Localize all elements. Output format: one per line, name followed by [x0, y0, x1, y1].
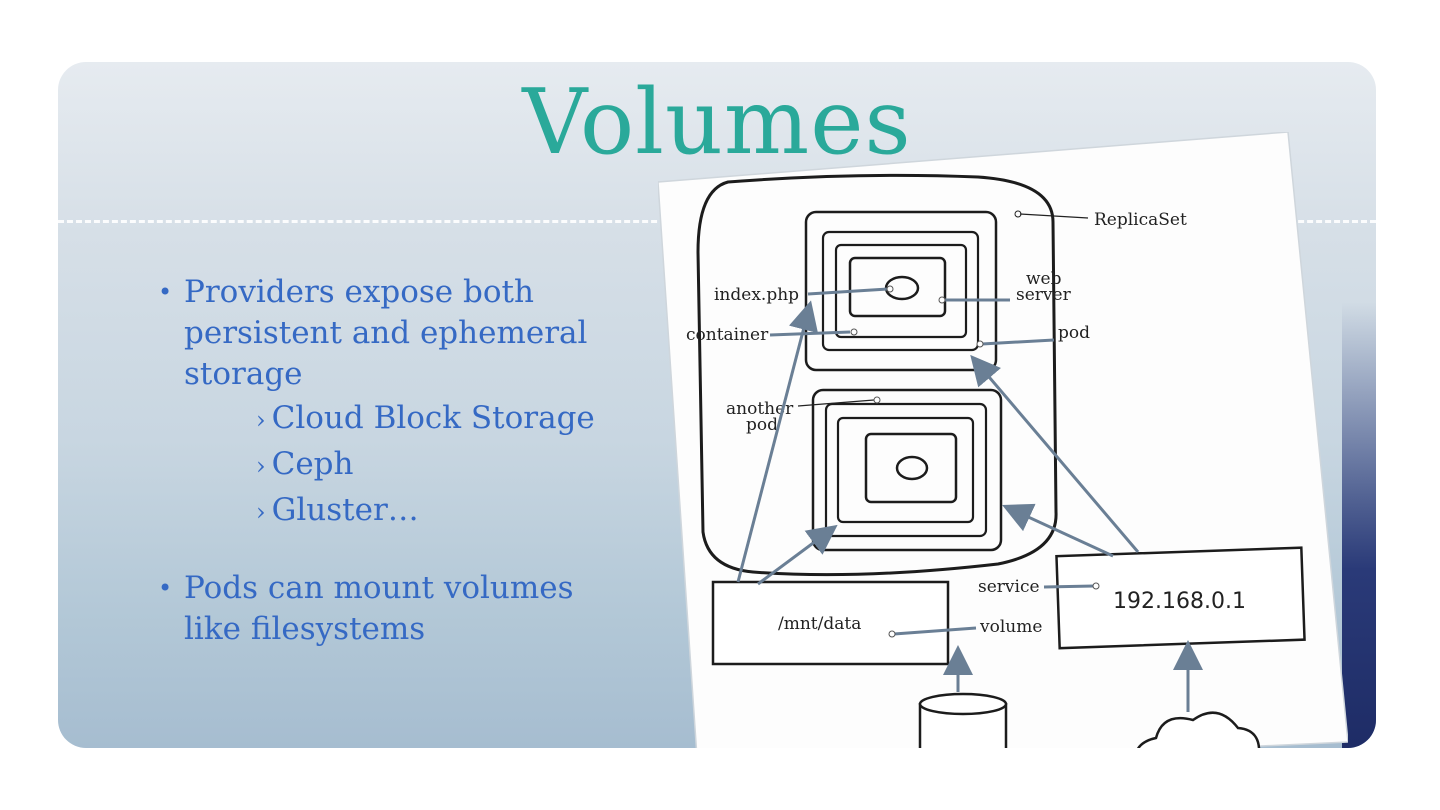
arrow-service-bottom-pod [1002, 503, 1114, 558]
pod-dot [976, 340, 984, 348]
sub-item-text: Cloud Block Storage [271, 400, 595, 436]
label-web: web [1026, 269, 1062, 289]
label-server: server [1016, 285, 1072, 305]
replicaset-dot [1014, 210, 1022, 218]
diagram-paper: ReplicaSet index.php web server containe… [658, 132, 1348, 748]
bullet-glyph: • [158, 278, 173, 306]
bullet-providers: • Providers expose both persistent and e… [158, 272, 606, 395]
arrow-volume-top-pod [736, 300, 819, 583]
label-pod: pod [1058, 323, 1090, 343]
arrow-volume-bottom-pod [757, 524, 838, 586]
label-container: container [686, 325, 769, 345]
volume-leader [893, 626, 977, 636]
slide-title: Volumes [522, 70, 912, 175]
label-another: another [726, 399, 794, 419]
replicaset-outline [696, 173, 1058, 577]
cloud-shape [1137, 711, 1261, 748]
pod-bottom-inner [836, 416, 975, 524]
volume-box [711, 580, 950, 666]
slide: Volumes • Providers expose both persiste… [58, 62, 1376, 748]
bullet-glyph: • [158, 574, 173, 602]
pod-bottom-container [864, 432, 958, 504]
another-dot [873, 396, 881, 404]
sub-item-cloud-block-storage: ›Cloud Block Storage [256, 400, 595, 436]
bullet-pods-text: Pods can mount volumes like filesystems [184, 570, 574, 647]
label-service: service [978, 577, 1040, 597]
pod-bottom-mid [824, 402, 988, 538]
kubernetes-diagram: ReplicaSet index.php web server containe… [658, 132, 1348, 748]
label-ip: 192.168.0.1 [1113, 589, 1246, 614]
container-leader [769, 330, 851, 337]
index-dot [886, 285, 894, 293]
sub-item-text: Gluster… [271, 492, 419, 528]
sub-item-gluster: ›Gluster… [256, 492, 419, 528]
volume-dot [888, 630, 896, 638]
sub-item-text: Ceph [271, 446, 354, 482]
label-mnt-data: /mnt/data [778, 614, 861, 634]
slide-edge-accent [1342, 302, 1376, 748]
container-dot [850, 328, 858, 336]
bullet-providers-text: Providers expose both persistent and eph… [184, 274, 588, 392]
index-leader [807, 287, 889, 296]
label-index-php: index.php [714, 285, 799, 305]
service-leader [1043, 584, 1095, 589]
sub-item-ceph: ›Ceph [256, 446, 353, 482]
sub-glyph: › [256, 498, 266, 526]
bullet-pods: • Pods can mount volumes like filesystem… [158, 568, 606, 650]
pod-top-outer [804, 210, 998, 372]
server-dot [938, 296, 946, 304]
label-volume: volume [979, 617, 1042, 637]
another-leader [797, 399, 875, 407]
sub-glyph: › [256, 406, 266, 434]
pod-bottom-oval [895, 455, 929, 481]
replicaset-leader [1019, 213, 1089, 219]
disk-top [918, 692, 1008, 716]
pod-top-mid [821, 230, 980, 352]
service-dot [1092, 582, 1100, 590]
label-another-pod: pod [746, 415, 778, 435]
pod-leader [981, 338, 1055, 346]
pod-bottom-outer [811, 388, 1003, 552]
arrow-service-top-pod [970, 354, 1140, 553]
sub-glyph: › [256, 452, 266, 480]
container-box [848, 256, 947, 318]
replicaset-label: ReplicaSet [1094, 210, 1187, 230]
